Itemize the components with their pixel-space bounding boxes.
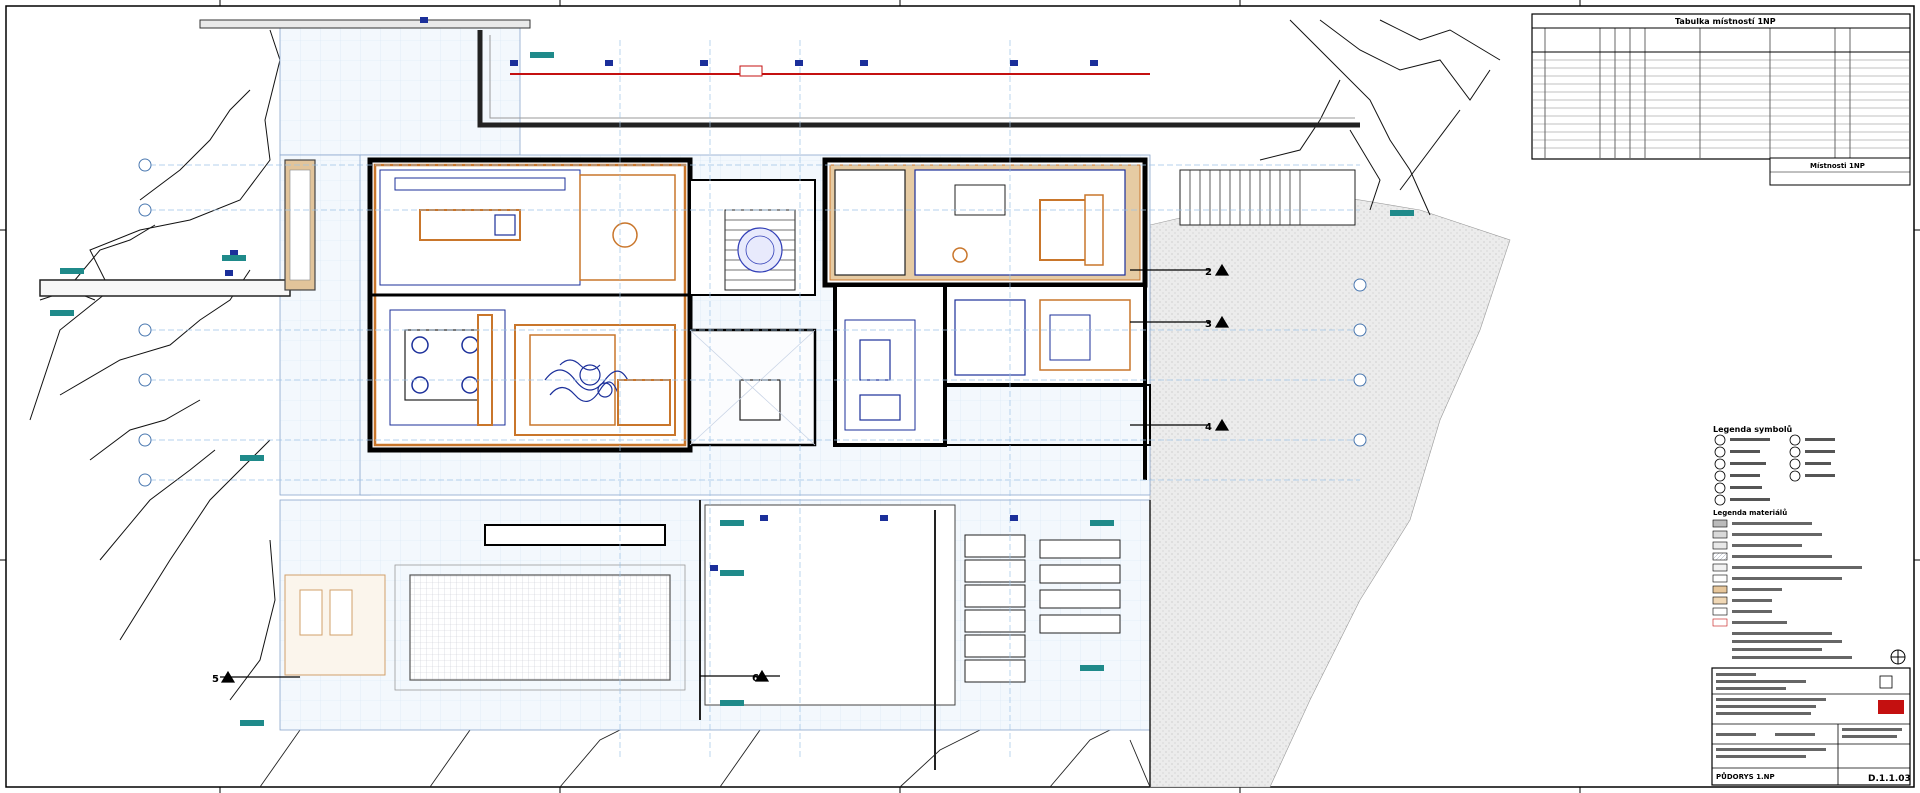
rug-pattern <box>544 359 631 402</box>
terrain-area <box>1149 189 1511 788</box>
pool <box>409 574 671 681</box>
symbol-legend: Legenda symbolů Legenda materiálů <box>1712 424 1862 659</box>
kitchen-counter <box>394 177 566 191</box>
grid-axes <box>150 40 1360 760</box>
north-terrace <box>279 24 521 156</box>
legend-title: Legenda symbolů <box>1713 424 1793 434</box>
north-arrow-icon <box>1890 649 1906 665</box>
room-table-subtitle: Místnosti 1NP <box>1810 162 1865 170</box>
south-yard <box>704 504 956 706</box>
section-label-5: 5 <box>212 674 219 685</box>
section-label-6: 6 <box>752 673 759 684</box>
section-label-3: 3 <box>1205 319 1212 330</box>
terrain-contours-left <box>29 29 281 701</box>
tree-atrium <box>737 227 783 273</box>
sheet-name: PŮDORYS 1.NP <box>1716 772 1775 781</box>
grid-bubbles <box>138 158 1367 487</box>
section-label-4: 4 <box>1205 422 1212 433</box>
wall-south-bench <box>484 524 666 546</box>
room-table: Tabulka místností 1NP Místnosti 1NP <box>1531 13 1911 186</box>
title-block: PŮDORYS 1.NP D.1.1.03 <box>1711 667 1911 786</box>
sheet-number: D.1.1.03 <box>1868 774 1911 784</box>
materials-legend-title: Legenda materiálů <box>1713 508 1787 517</box>
section-marks <box>220 263 1230 683</box>
teal-markers <box>50 52 1414 726</box>
sheet-frame <box>5 5 1915 788</box>
room-table-title: Tabulka místností 1NP <box>1675 17 1776 26</box>
section-label-2: 2 <box>1205 267 1212 278</box>
west-cantilever <box>39 279 291 297</box>
annotation-tags <box>225 17 1098 571</box>
north-wall <box>199 19 531 29</box>
terrain-contours-right <box>1259 19 1501 216</box>
east-stairs <box>1179 169 1356 226</box>
retaining-wall-north <box>477 30 1360 128</box>
